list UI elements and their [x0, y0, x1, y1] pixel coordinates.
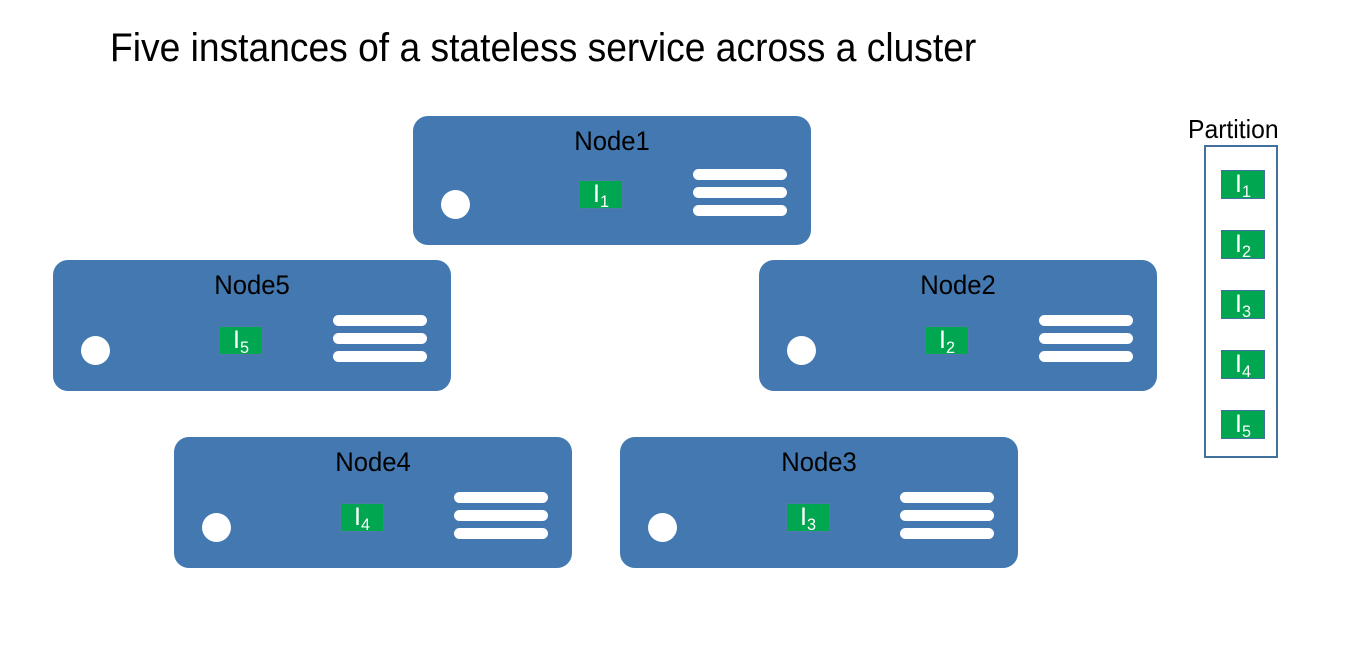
instance-badge-label: I4 — [1222, 349, 1264, 382]
rack-bar — [1039, 315, 1133, 326]
rack-bar — [454, 492, 548, 503]
instance-badge[interactable]: I4 — [340, 502, 384, 535]
instance-letter: I — [1235, 170, 1242, 198]
partition-instance-badge[interactable]: I5 — [1221, 409, 1265, 442]
rack-bar — [693, 169, 787, 180]
instance-index: 1 — [1241, 183, 1251, 202]
rack-bar — [693, 205, 787, 216]
instance-index: 2 — [1241, 243, 1251, 262]
instance-letter: I — [1235, 410, 1242, 438]
node-rack-bars-icon — [900, 492, 994, 539]
rack-bar — [1039, 333, 1133, 344]
instance-badge-label: I4 — [341, 502, 383, 535]
instance-letter: I — [593, 180, 600, 208]
rack-bar — [900, 510, 994, 521]
rack-bar — [900, 492, 994, 503]
partition-instance-badge[interactable]: I2 — [1221, 229, 1265, 262]
instance-badge[interactable]: I1 — [579, 179, 623, 212]
instance-badge-label: I3 — [787, 502, 829, 535]
node-card-node4[interactable]: Node4 I4 — [174, 437, 572, 568]
rack-bar — [333, 351, 427, 362]
instance-badge-label: I2 — [926, 325, 968, 358]
node-rack-bars-icon — [333, 315, 427, 362]
instance-index: 4 — [1241, 363, 1251, 382]
instance-badge-label: I1 — [1222, 169, 1264, 202]
instance-index: 3 — [806, 516, 816, 535]
node-status-dot-icon — [81, 336, 110, 365]
instance-index: 4 — [360, 516, 370, 535]
rack-bar — [1039, 351, 1133, 362]
instance-index: 1 — [599, 193, 609, 212]
partition-box[interactable]: I1 I2 I3 I4 I5 — [1204, 145, 1278, 458]
partition-instance-badge[interactable]: I4 — [1221, 349, 1265, 382]
instance-badge-label: I5 — [220, 325, 262, 358]
node-label: Node5 — [214, 270, 290, 300]
rack-bar — [333, 333, 427, 344]
node-status-dot-icon — [787, 336, 816, 365]
instance-letter: I — [354, 503, 361, 531]
rack-bar — [454, 510, 548, 521]
instance-index: 3 — [1241, 303, 1251, 322]
node-rack-bars-icon — [693, 169, 787, 216]
node-rack-bars-icon — [454, 492, 548, 539]
instance-badge[interactable]: I2 — [925, 325, 969, 358]
instance-letter: I — [1235, 350, 1242, 378]
instance-letter: I — [1235, 230, 1242, 258]
instance-badge-label: I3 — [1222, 289, 1264, 322]
instance-badge-label: I2 — [1222, 229, 1264, 262]
instance-letter: I — [1235, 290, 1242, 318]
instance-badge[interactable]: I3 — [786, 502, 830, 535]
partition-instance-badge[interactable]: I3 — [1221, 289, 1265, 322]
rack-bar — [900, 528, 994, 539]
node-card-node2[interactable]: Node2 I2 — [759, 260, 1157, 391]
rack-bar — [693, 187, 787, 198]
instance-index: 5 — [1241, 423, 1251, 442]
node-label: Node2 — [920, 270, 996, 300]
instance-index: 5 — [239, 339, 249, 358]
node-card-node5[interactable]: Node5 I5 — [53, 260, 451, 391]
page-title: Five instances of a stateless service ac… — [110, 26, 977, 70]
instance-index: 2 — [945, 339, 955, 358]
partition-label: Partition — [1188, 114, 1279, 144]
partition-instance-badge[interactable]: I1 — [1221, 169, 1265, 202]
instance-letter: I — [939, 326, 946, 354]
node-label: Node4 — [335, 447, 411, 477]
node-label: Node3 — [781, 447, 857, 477]
node-status-dot-icon — [648, 513, 677, 542]
node-status-dot-icon — [441, 190, 470, 219]
instance-badge-label: I5 — [1222, 409, 1264, 442]
node-label: Node1 — [574, 126, 650, 156]
node-status-dot-icon — [202, 513, 231, 542]
node-rack-bars-icon — [1039, 315, 1133, 362]
instance-badge[interactable]: I5 — [219, 325, 263, 358]
rack-bar — [333, 315, 427, 326]
instance-letter: I — [800, 503, 807, 531]
node-card-node1[interactable]: Node1 I1 — [413, 116, 811, 245]
instance-letter: I — [233, 326, 240, 354]
instance-badge-label: I1 — [580, 179, 622, 212]
rack-bar — [454, 528, 548, 539]
node-card-node3[interactable]: Node3 I3 — [620, 437, 1018, 568]
